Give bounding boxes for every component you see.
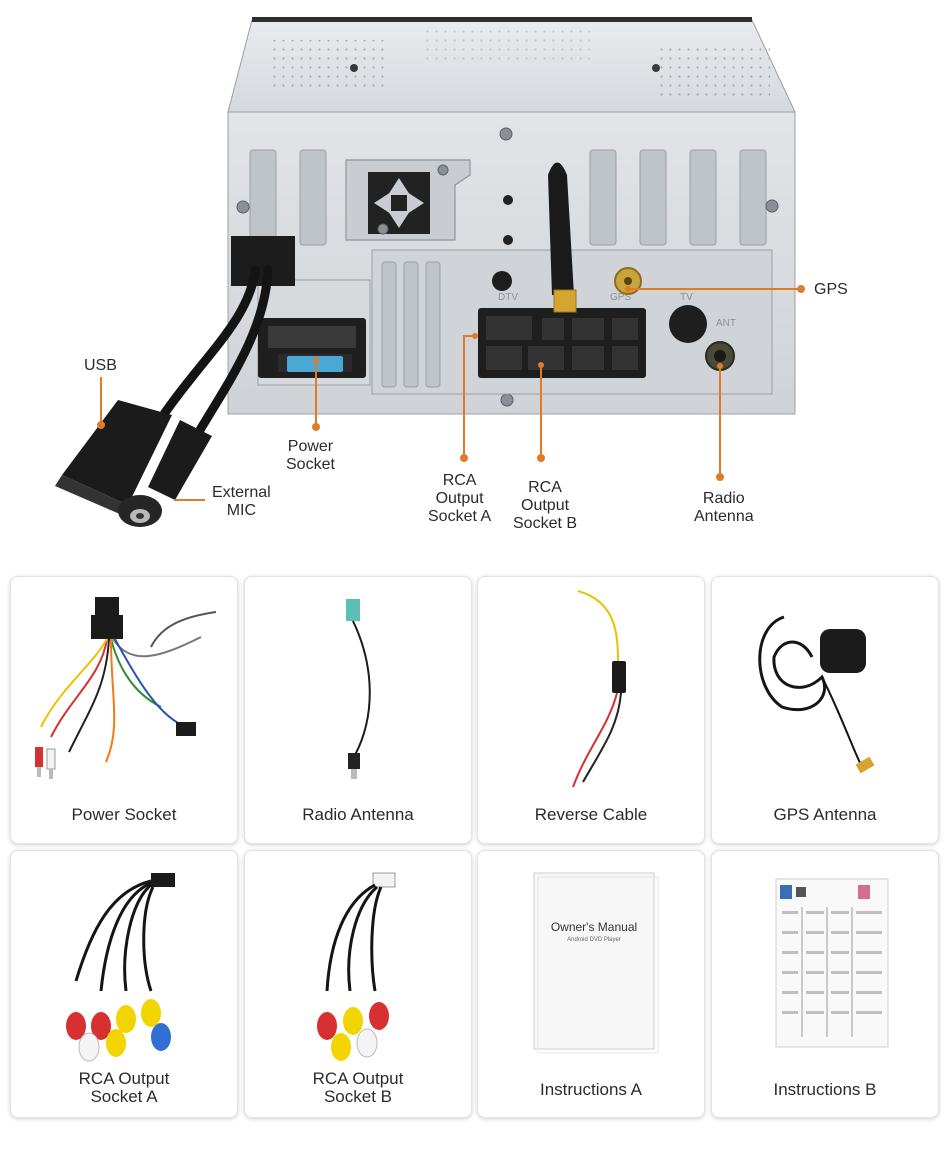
accessory-card-instructions-a: Owner's Manual Android DVD Player Instru… xyxy=(477,850,705,1118)
manual-subtitle: Android DVD Player xyxy=(567,937,621,943)
rca-b-callout-line1: RCA xyxy=(528,479,562,496)
rca-plugs xyxy=(66,999,171,1062)
tv-marking: TV xyxy=(680,292,693,303)
rca-a-callout-line2: Output xyxy=(435,490,484,507)
accessory-card-gps-antenna: GPS Antenna xyxy=(711,576,939,844)
rca-plugs xyxy=(317,1002,389,1061)
external-mic-callout-line2: MIC xyxy=(226,502,257,519)
accessory-card-rca-output-a: RCA Output Socket A xyxy=(10,850,238,1118)
rear-panel-diagram: DTV GPS TV ANT xyxy=(0,0,950,560)
accessory-label: Instructions B xyxy=(773,1080,877,1099)
accessory-label: Radio Antenna xyxy=(302,805,414,824)
dtv-marking: DTV xyxy=(498,292,518,303)
accessory-label-line2: Socket B xyxy=(323,1087,393,1106)
mic-plug xyxy=(118,420,212,527)
power-socket-callout-line1: Power xyxy=(287,438,334,455)
accessory-card-radio-antenna: Radio Antenna xyxy=(244,576,472,844)
ant-marking: ANT xyxy=(716,318,736,329)
rca-socket-block xyxy=(478,308,646,378)
reverse-cable-icon xyxy=(572,590,626,788)
radio-antenna-callout: Radio Antenna xyxy=(694,490,754,526)
accessory-label: GPS Antenna xyxy=(773,805,877,824)
rca-b-callout: RCA Output Socket B xyxy=(513,479,577,533)
rca-b-callout-line2: Output xyxy=(521,497,570,514)
manual-title: Owner's Manual xyxy=(550,920,638,934)
usb-callout: USB xyxy=(84,357,117,374)
radio-antenna-icon xyxy=(346,599,371,779)
accessory-card-reverse-cable: Reverse Cable xyxy=(477,576,705,844)
accessory-label-line2: Socket A xyxy=(90,1087,158,1106)
radio-antenna-callout-line1: Radio xyxy=(702,490,745,507)
usb-plug xyxy=(55,400,172,515)
rca-cable-a-icon xyxy=(66,873,175,1062)
rca-a-callout: RCA Output Socket A xyxy=(428,472,491,526)
callout-dots xyxy=(97,285,805,481)
accessory-label-line1: RCA Output xyxy=(312,1069,404,1088)
external-mic-callout: External MIC xyxy=(212,484,271,520)
accessory-card-instructions-b: Instructions B xyxy=(711,850,939,1118)
gps-antenna-icon xyxy=(758,615,875,774)
accessory-label: Reverse Cable xyxy=(534,805,648,824)
accessory-label: Power Socket xyxy=(71,805,177,824)
gps-callout: GPS xyxy=(814,281,848,298)
rca-plugs xyxy=(35,747,56,779)
gps-marking: GPS xyxy=(610,292,631,303)
manual-icon xyxy=(533,872,659,1054)
rca-a-callout-line1: RCA xyxy=(442,472,477,489)
power-socket-connector xyxy=(258,318,366,378)
radio-antenna-callout-line2: Antenna xyxy=(694,508,754,525)
accessory-label: RCA Output Socket A xyxy=(11,1070,237,1106)
callout-lines xyxy=(100,288,800,501)
accessory-card-rca-output-b: RCA Output Socket B xyxy=(244,850,472,1118)
rca-b-callout-line3: Socket B xyxy=(513,515,578,532)
accessory-label-line1: RCA Output xyxy=(78,1069,170,1088)
power-socket-callout-line2: Socket xyxy=(286,456,335,473)
rca-a-callout-line3: Socket A xyxy=(428,508,492,525)
power-harness-icon xyxy=(35,597,217,779)
instruction-sheet-icon xyxy=(775,878,889,1048)
accessory-label: Instructions A xyxy=(539,1080,643,1099)
external-mic-callout-line1: External xyxy=(212,484,271,501)
car-stereo-rear-view: DTV GPS TV ANT xyxy=(55,17,805,527)
accessory-label: RCA Output Socket B xyxy=(245,1070,471,1106)
rca-cable-b-icon xyxy=(317,872,396,1061)
accessory-card-power-socket: Power Socket xyxy=(10,576,238,844)
power-socket-callout: Power Socket xyxy=(286,438,335,474)
